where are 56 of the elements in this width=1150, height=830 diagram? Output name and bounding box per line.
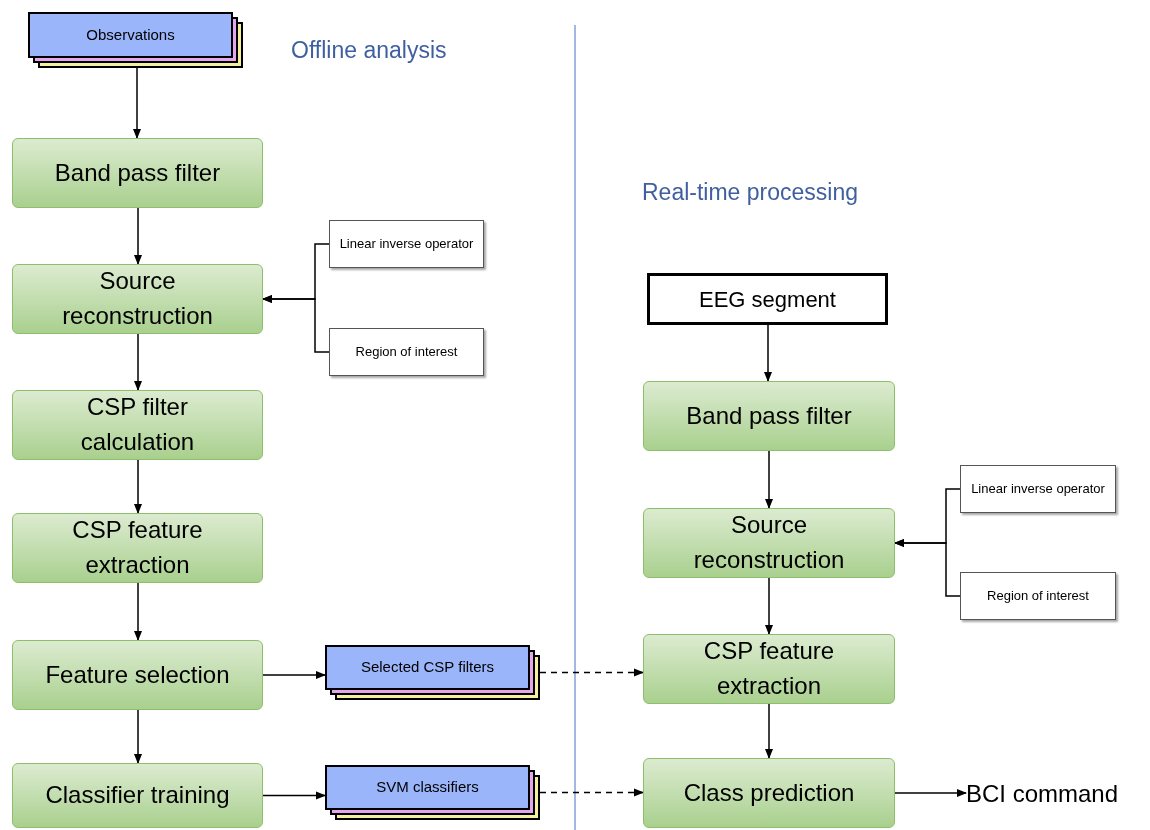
process-box — [643, 508, 895, 578]
section-heading: Real-time processing — [642, 178, 859, 207]
process-label: Source reconstruction — [692, 510, 846, 575]
document-stack — [325, 645, 540, 700]
process-label: Band pass filter — [686, 400, 852, 431]
arrow — [539, 668, 644, 677]
input-label: Region of interest — [355, 343, 458, 362]
segment-box — [647, 273, 888, 325]
arrow — [134, 207, 142, 265]
input-label: Region of interest — [987, 587, 1089, 606]
input-label: Linear inverse operator — [971, 480, 1105, 499]
process-label: Source reconstruction — [61, 266, 214, 331]
arrow — [764, 324, 772, 382]
segment-label: EEG segment — [699, 285, 836, 314]
document-stack — [325, 765, 540, 820]
arrow — [894, 789, 967, 797]
arrow — [134, 459, 142, 514]
process-label: Band pass filter — [54, 157, 221, 188]
arrow — [894, 539, 961, 597]
stack-label: SVM classifiers — [376, 777, 479, 798]
input-box — [329, 328, 484, 376]
input-box — [329, 220, 484, 268]
arrow — [765, 450, 773, 509]
arrow — [262, 671, 326, 679]
stack-label: Observations — [86, 24, 175, 45]
arrow — [133, 67, 141, 139]
arrow — [262, 791, 326, 800]
process-box — [12, 640, 263, 710]
document-stack — [28, 12, 243, 68]
process-label: Feature selection — [45, 659, 230, 690]
process-box — [643, 634, 895, 704]
arrow — [539, 788, 644, 797]
section-heading: Offline analysis — [291, 36, 447, 65]
stack-label: Selected CSP filters — [360, 657, 495, 678]
output-label: BCI command — [966, 779, 1119, 809]
arrow — [134, 333, 142, 391]
process-box — [12, 513, 263, 583]
process-box — [12, 763, 263, 828]
input-label: Linear inverse operator — [339, 235, 474, 254]
arrow — [765, 703, 773, 759]
process-label: Classifier training — [45, 780, 230, 811]
process-box — [12, 138, 263, 208]
input-box — [960, 572, 1116, 620]
arrow — [134, 582, 142, 641]
process-box — [643, 758, 895, 828]
process-label: CSP feature extraction — [71, 515, 204, 580]
process-label: CSP feature extraction — [702, 636, 836, 701]
process-label: CSP filter calculation — [79, 392, 196, 457]
input-box — [960, 465, 1116, 513]
arrow — [765, 577, 773, 635]
arrow — [134, 709, 142, 764]
process-box — [643, 381, 895, 451]
process-box — [12, 390, 263, 460]
process-box — [12, 264, 263, 334]
process-label: Class prediction — [683, 777, 855, 808]
arrow — [262, 295, 330, 353]
